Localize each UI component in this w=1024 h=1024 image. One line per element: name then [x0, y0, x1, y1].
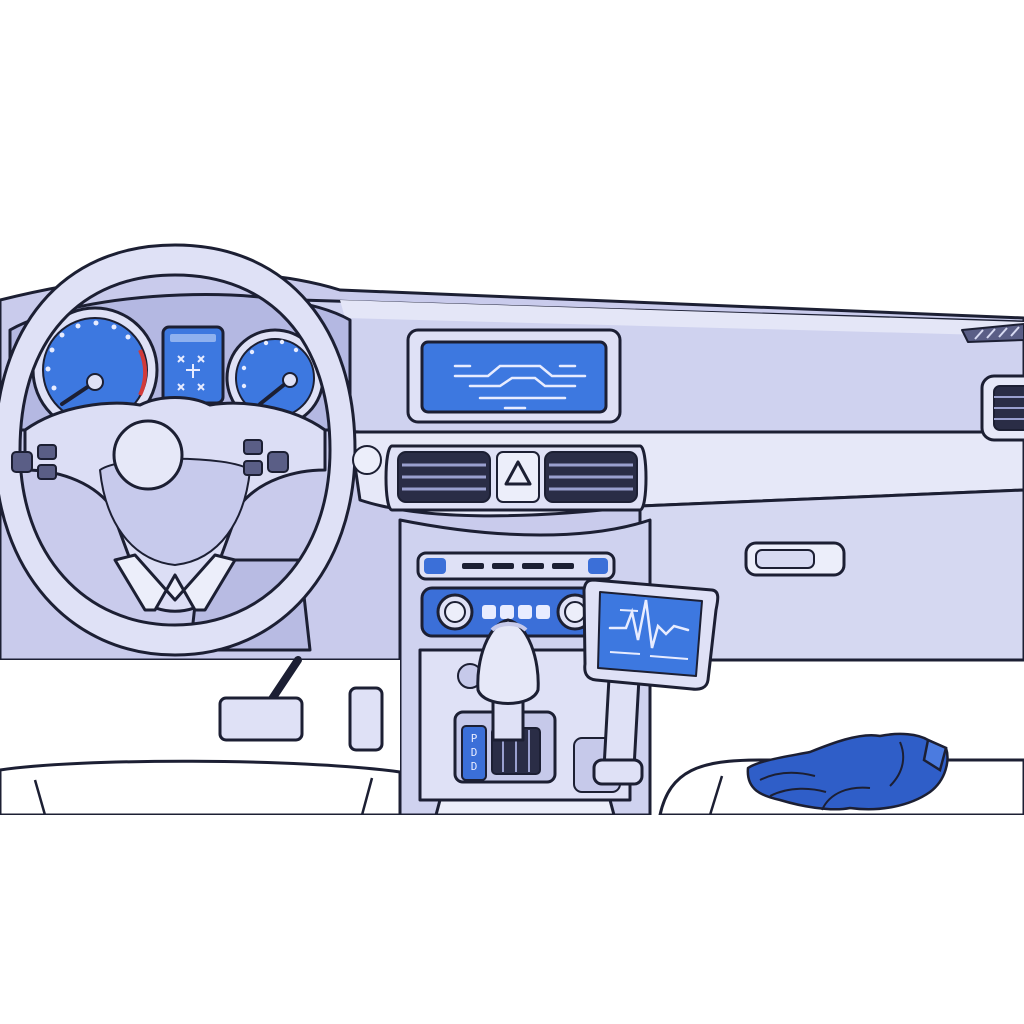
accelerator-pedal[interactable] [348, 686, 384, 752]
cluster-center-display [161, 325, 225, 405]
hazard-button[interactable] [496, 451, 540, 503]
background-floor [0, 815, 1024, 1024]
wheel-buttons-right[interactable] [243, 439, 289, 476]
brake-pedal[interactable] [218, 696, 304, 742]
navigation-route-graphic [453, 364, 587, 410]
right-air-vent[interactable] [980, 374, 1024, 442]
heartbeat-waveform-icon [608, 599, 690, 649]
center-vent-left[interactable] [397, 451, 491, 503]
center-vent-right[interactable] [544, 451, 638, 503]
gear-letter-d1: D [471, 746, 478, 759]
wheel-buttons-left[interactable] [11, 444, 57, 480]
glove-icon[interactable] [746, 732, 949, 811]
center-air-vents [352, 444, 648, 512]
gear-letter-d2: D [471, 760, 478, 773]
steering-wheel[interactable] [0, 243, 357, 657]
infotainment-screen[interactable] [406, 328, 622, 424]
gear-indicator [461, 725, 487, 781]
diagnostic-tablet[interactable] [582, 578, 720, 786]
dash-knob[interactable] [352, 445, 382, 475]
dash-speaker-grille [961, 323, 1024, 343]
gear-shift-knob[interactable] [476, 618, 540, 742]
front-seats [0, 758, 1024, 817]
horn-pad[interactable] [112, 419, 184, 491]
instrument-cluster [8, 293, 352, 434]
hazard-triangle-icon [504, 460, 532, 486]
gear-letter-p: P [471, 732, 478, 745]
radio-control-strip[interactable] [416, 551, 616, 581]
speedometer-gauge [31, 306, 159, 434]
tachometer-gauge [225, 328, 325, 428]
